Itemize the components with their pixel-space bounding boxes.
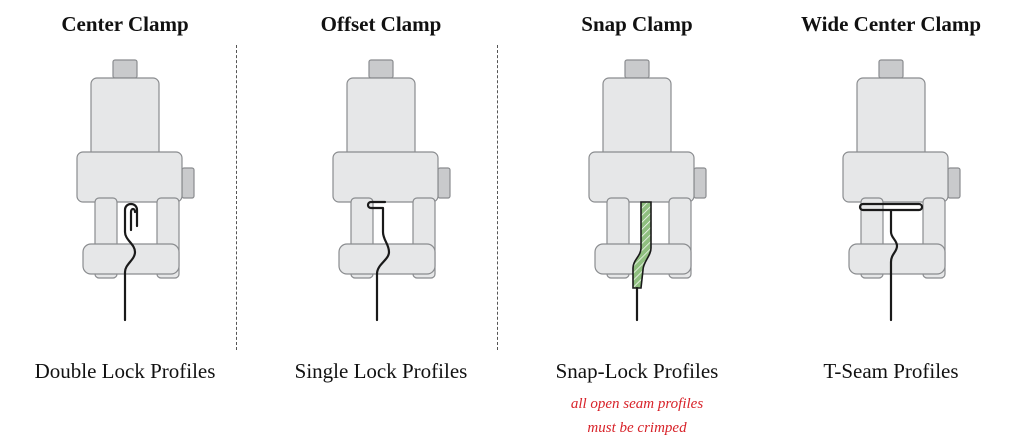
panel-title: Wide Center Clamp xyxy=(800,12,982,36)
panel-caption: Snap-Lock Profiles xyxy=(555,359,719,383)
panel-title: Offset Clamp xyxy=(320,12,442,36)
crimp-note: all open seam profiles must be crimped xyxy=(512,392,762,440)
clamp-svg xyxy=(332,59,451,322)
clamp-svg xyxy=(588,59,707,322)
seam-profile xyxy=(366,200,391,322)
panel-title: Center Clamp xyxy=(61,12,189,36)
panel-caption: Double Lock Profiles xyxy=(34,359,216,383)
panel-title: Snap Clamp xyxy=(581,12,693,36)
offset-clamp-illustration xyxy=(301,52,461,332)
seam-profile xyxy=(858,202,924,322)
snap-lock-seam-profile xyxy=(632,201,652,322)
panel-divider xyxy=(236,45,237,350)
crimp-note-line: all open seam profiles xyxy=(570,396,704,412)
panel-divider xyxy=(497,45,498,350)
center-clamp-illustration xyxy=(45,52,205,332)
panel-wide-center-clamp: Wide Center Clamp T-Seam Profiles xyxy=(766,0,1016,442)
crimp-note-line: must be crimped xyxy=(587,420,687,436)
clamp-body xyxy=(842,59,961,279)
snap-clamp-illustration xyxy=(557,52,717,332)
panel-center-clamp: Center Clamp Double Lock Profiles xyxy=(0,0,250,442)
panel-caption: Single Lock Profiles xyxy=(294,359,468,383)
panel-snap-clamp: Snap Clamp xyxy=(512,0,762,442)
clamp-body xyxy=(332,59,451,279)
panel-caption: T-Seam Profiles xyxy=(823,359,959,383)
clamp-body xyxy=(76,59,195,279)
seam-profile xyxy=(123,202,139,322)
wide-center-clamp-illustration xyxy=(811,52,971,332)
panel-offset-clamp: Offset Clamp Single Lock Profiles xyxy=(256,0,506,442)
clamp-svg xyxy=(842,59,961,322)
clamp-svg xyxy=(76,59,195,322)
